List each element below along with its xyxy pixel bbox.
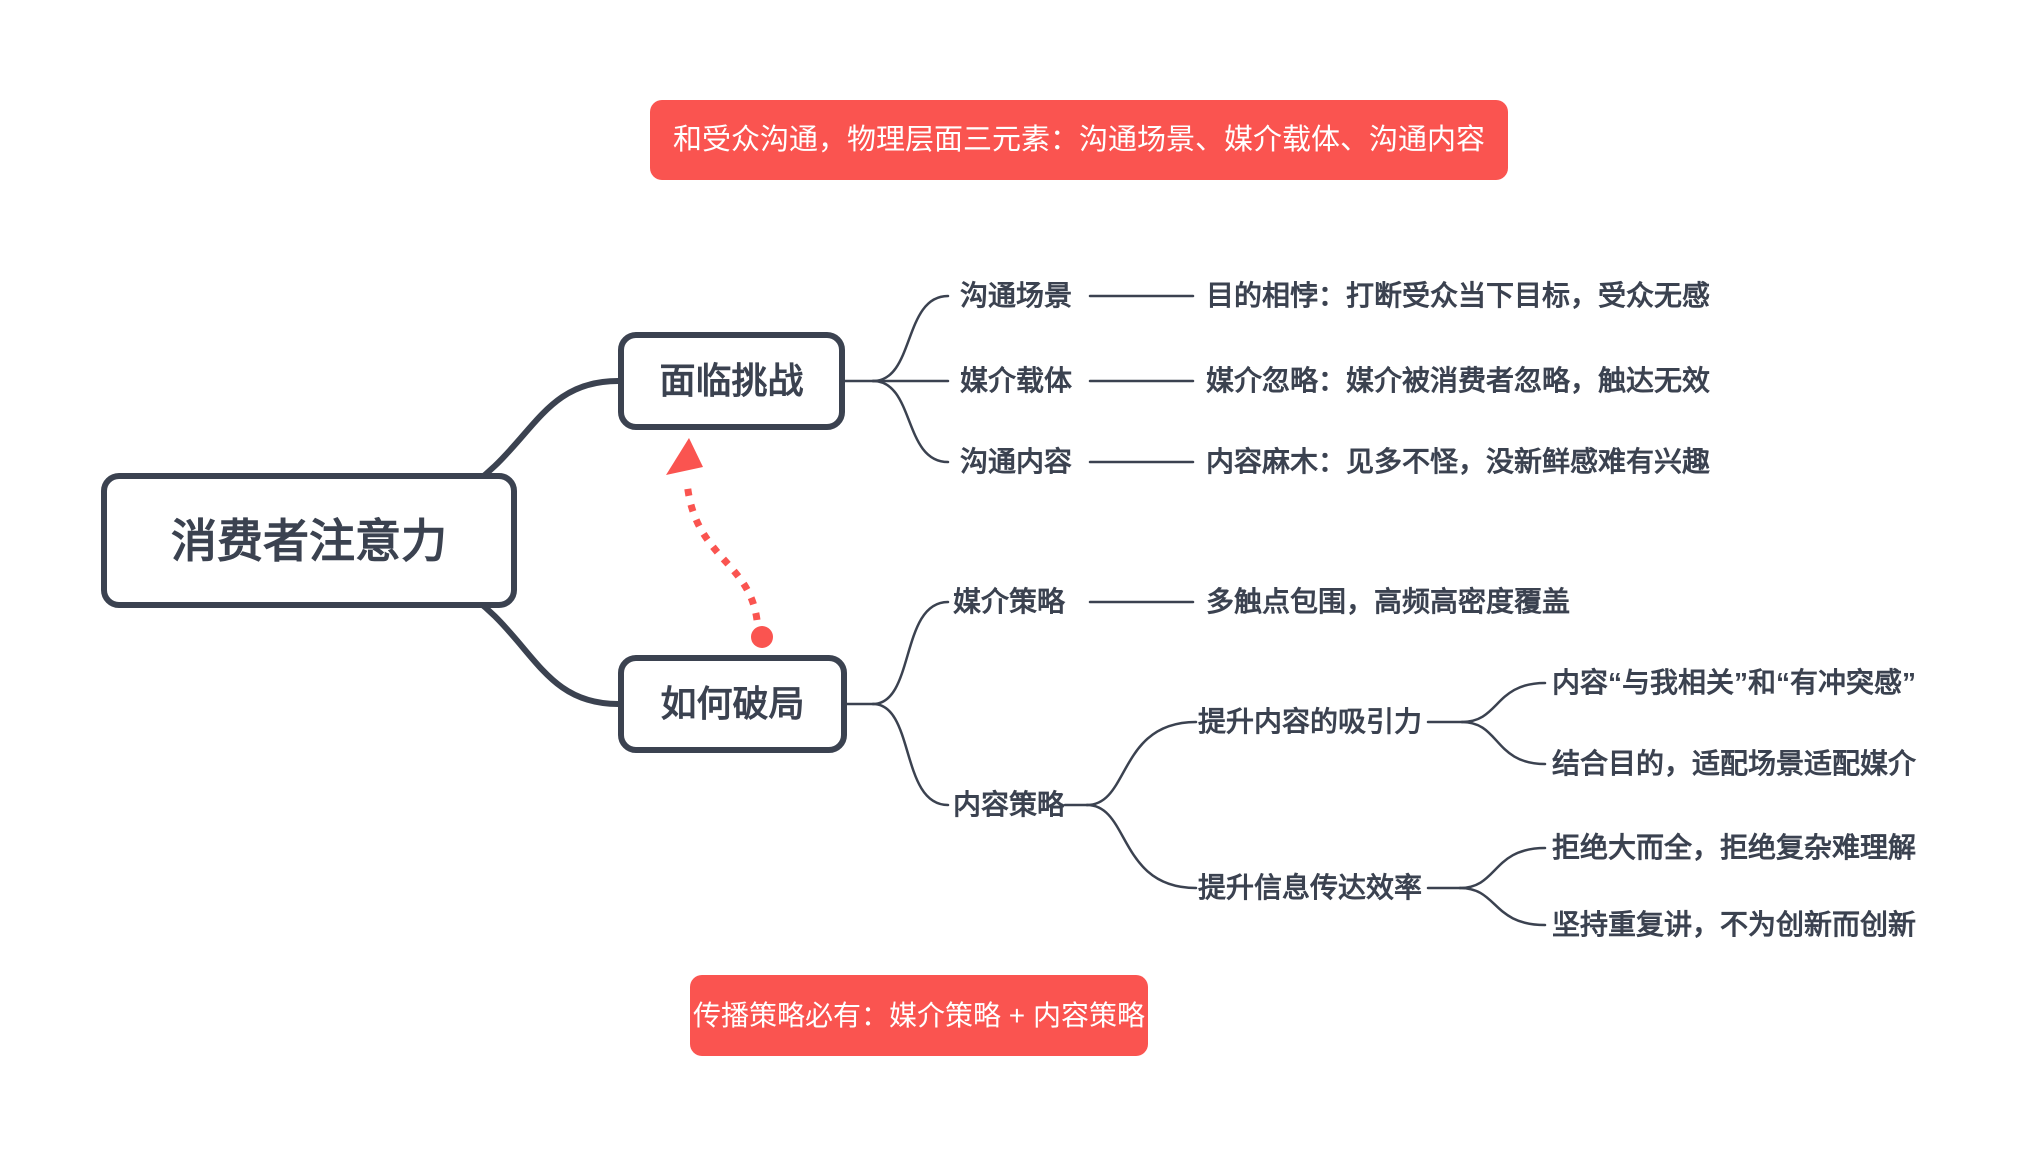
leaf-repeat-message[interactable]: 坚持重复讲，不为创新而创新 — [1552, 909, 1917, 940]
solution-branch-lines — [845, 600, 1547, 927]
subtopic-medium[interactable]: 媒介载体 — [960, 365, 1073, 396]
edge-to-leaf-simple — [1458, 846, 1547, 890]
floating-note-top[interactable]: 和受众沟通，物理层面三元素：沟通场景、媒介载体、沟通内容 — [650, 100, 1508, 180]
edge-to-scene — [871, 294, 950, 383]
edge-to-efficiency — [1085, 803, 1198, 890]
subtopic-content-strategy[interactable]: 内容策略 — [953, 789, 1066, 820]
edge-to-leaf-repeat — [1458, 886, 1547, 927]
note-scene[interactable]: 目的相悖：打断受众当下目标，受众无感 — [1206, 280, 1711, 311]
leaf-relevance-conflict[interactable]: 内容“与我相关”和“有冲突感” — [1552, 667, 1917, 698]
note-medium[interactable]: 媒介忽略：媒介被消费者忽略，触达无效 — [1206, 365, 1711, 396]
root-topic[interactable]: 消费者注意力 — [101, 473, 517, 608]
edge-to-content — [871, 379, 950, 464]
edge-to-attractiveness — [1085, 720, 1198, 807]
relationship-arrow — [666, 438, 773, 648]
note-media-strategy[interactable]: 多触点包围，高频高密度覆盖 — [1206, 586, 1571, 617]
subtopic-efficiency[interactable]: 提升信息传达效率 — [1198, 872, 1423, 903]
relationship-arrowhead — [666, 438, 703, 475]
relationship-dotted-curve — [683, 481, 761, 621]
edge-to-media-strategy — [871, 600, 950, 706]
subtopic-scene[interactable]: 沟通场景 — [960, 280, 1073, 311]
relationship-start-dot — [751, 626, 773, 648]
note-content[interactable]: 内容麻木：见多不怪，没新鲜感难有兴趣 — [1206, 446, 1711, 477]
topic-challenge[interactable]: 面临挑战 — [618, 332, 845, 430]
leaf-purpose-fit[interactable]: 结合目的，适配场景适配媒介 — [1552, 748, 1917, 779]
challenge-branch-lines — [843, 294, 1195, 464]
edge-to-leaf-fit — [1460, 720, 1547, 766]
subtopic-attractiveness[interactable]: 提升内容的吸引力 — [1198, 706, 1423, 737]
floating-note-bottom[interactable]: 传播策略必有：媒介策略 + 内容策略 — [690, 975, 1148, 1056]
edge-to-leaf-relevance — [1460, 681, 1547, 724]
topic-solution[interactable]: 如何破局 — [618, 655, 847, 753]
subtopic-content[interactable]: 沟通内容 — [960, 446, 1073, 477]
subtopic-media-strategy[interactable]: 媒介策略 — [953, 586, 1066, 617]
leaf-reject-complexity[interactable]: 拒绝大而全，拒绝复杂难理解 — [1552, 832, 1917, 863]
edge-to-content-strategy — [871, 702, 950, 807]
